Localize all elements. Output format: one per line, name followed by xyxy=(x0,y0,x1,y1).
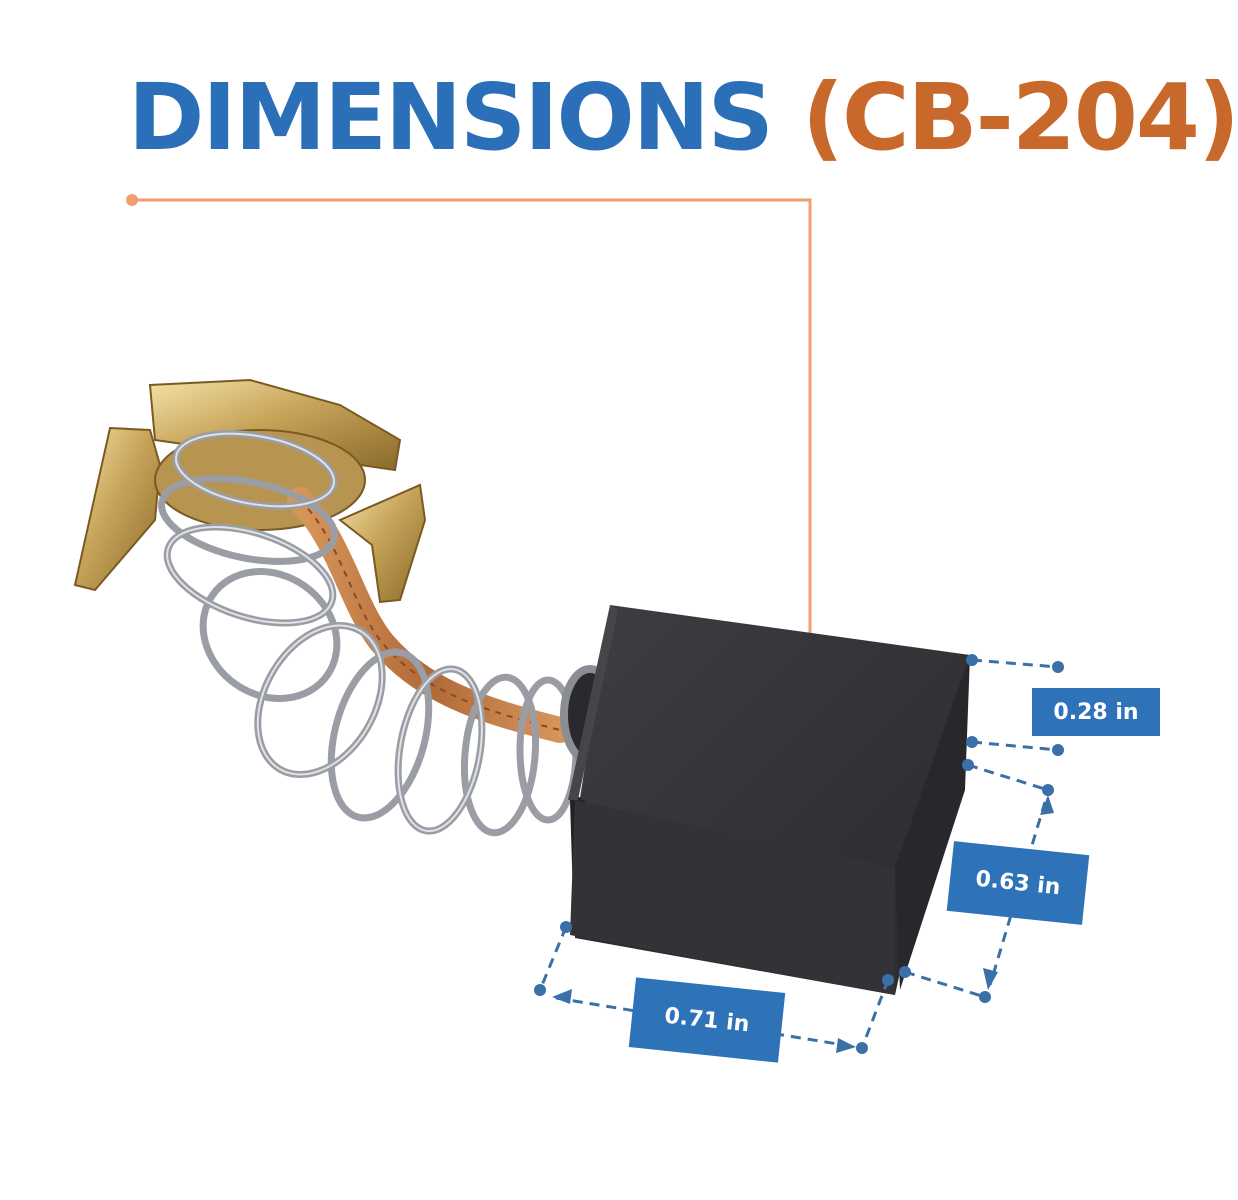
title-model: (CB-204) xyxy=(801,64,1238,171)
dimension-lines xyxy=(538,658,1059,1049)
dimension-arrowheads xyxy=(552,795,1054,1053)
title-dimensions: DIMENSIONS xyxy=(128,64,774,171)
leader-line xyxy=(132,198,812,700)
product-dimensions-image: DIMENSIONS (CB-204) xyxy=(73,72,1238,1063)
brass-terminal xyxy=(73,378,427,604)
page-title: DIMENSIONS (CB-204) xyxy=(128,72,1238,164)
carbon-block xyxy=(568,605,970,995)
height-dimension-label: 0.28 in xyxy=(1032,688,1160,736)
carbon-brush-illustration xyxy=(73,194,1064,1054)
depth-dimension-label: 0.63 in xyxy=(946,841,1090,925)
dimension-dots xyxy=(534,654,1064,1054)
leader-dot-start xyxy=(126,194,138,206)
